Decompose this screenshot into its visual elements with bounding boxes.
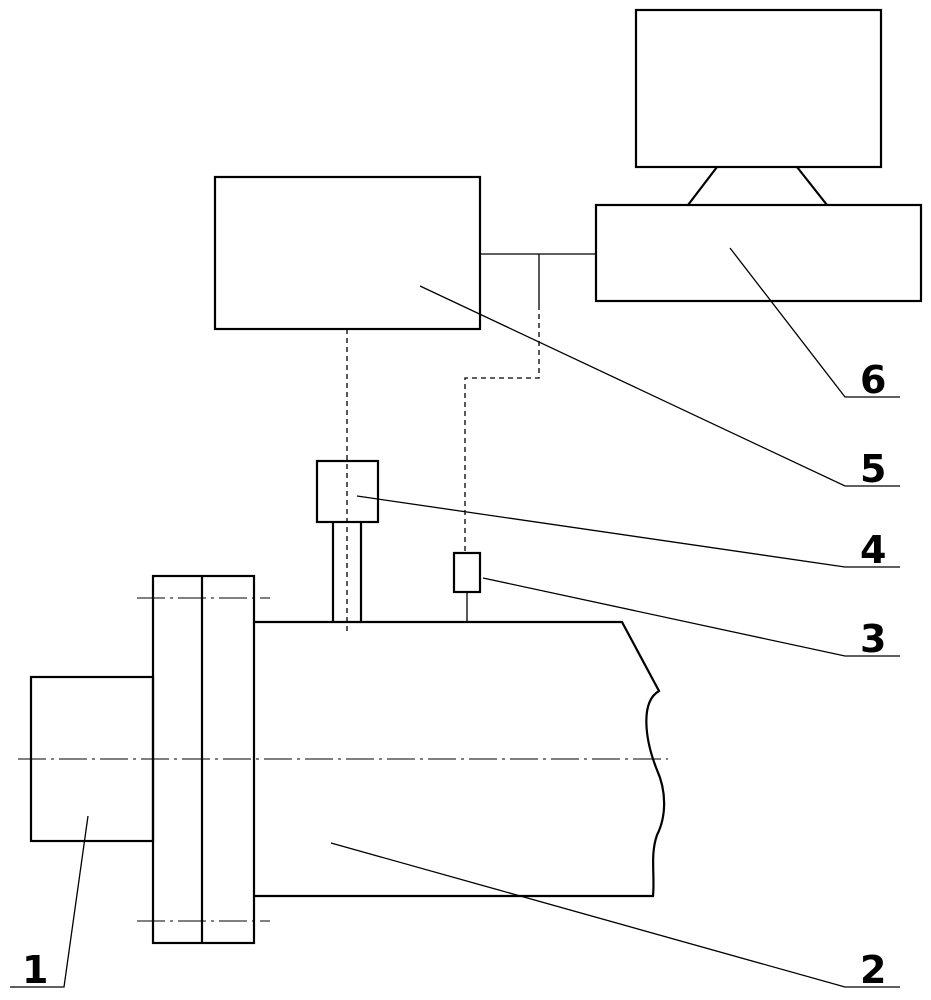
label-6: 6 [860,358,886,402]
controller-box [215,177,480,329]
label-5: 5 [860,447,886,491]
label-2: 2 [860,948,886,992]
label-4: 4 [860,528,886,572]
center-lines [18,598,668,921]
label-3: 3 [860,617,886,661]
label-1: 1 [22,948,48,992]
sensor3-signal-line [465,254,539,553]
leader-lines [10,248,900,987]
computer-unit [596,205,921,301]
computer-monitor [636,10,881,205]
small-sensor [454,553,480,622]
